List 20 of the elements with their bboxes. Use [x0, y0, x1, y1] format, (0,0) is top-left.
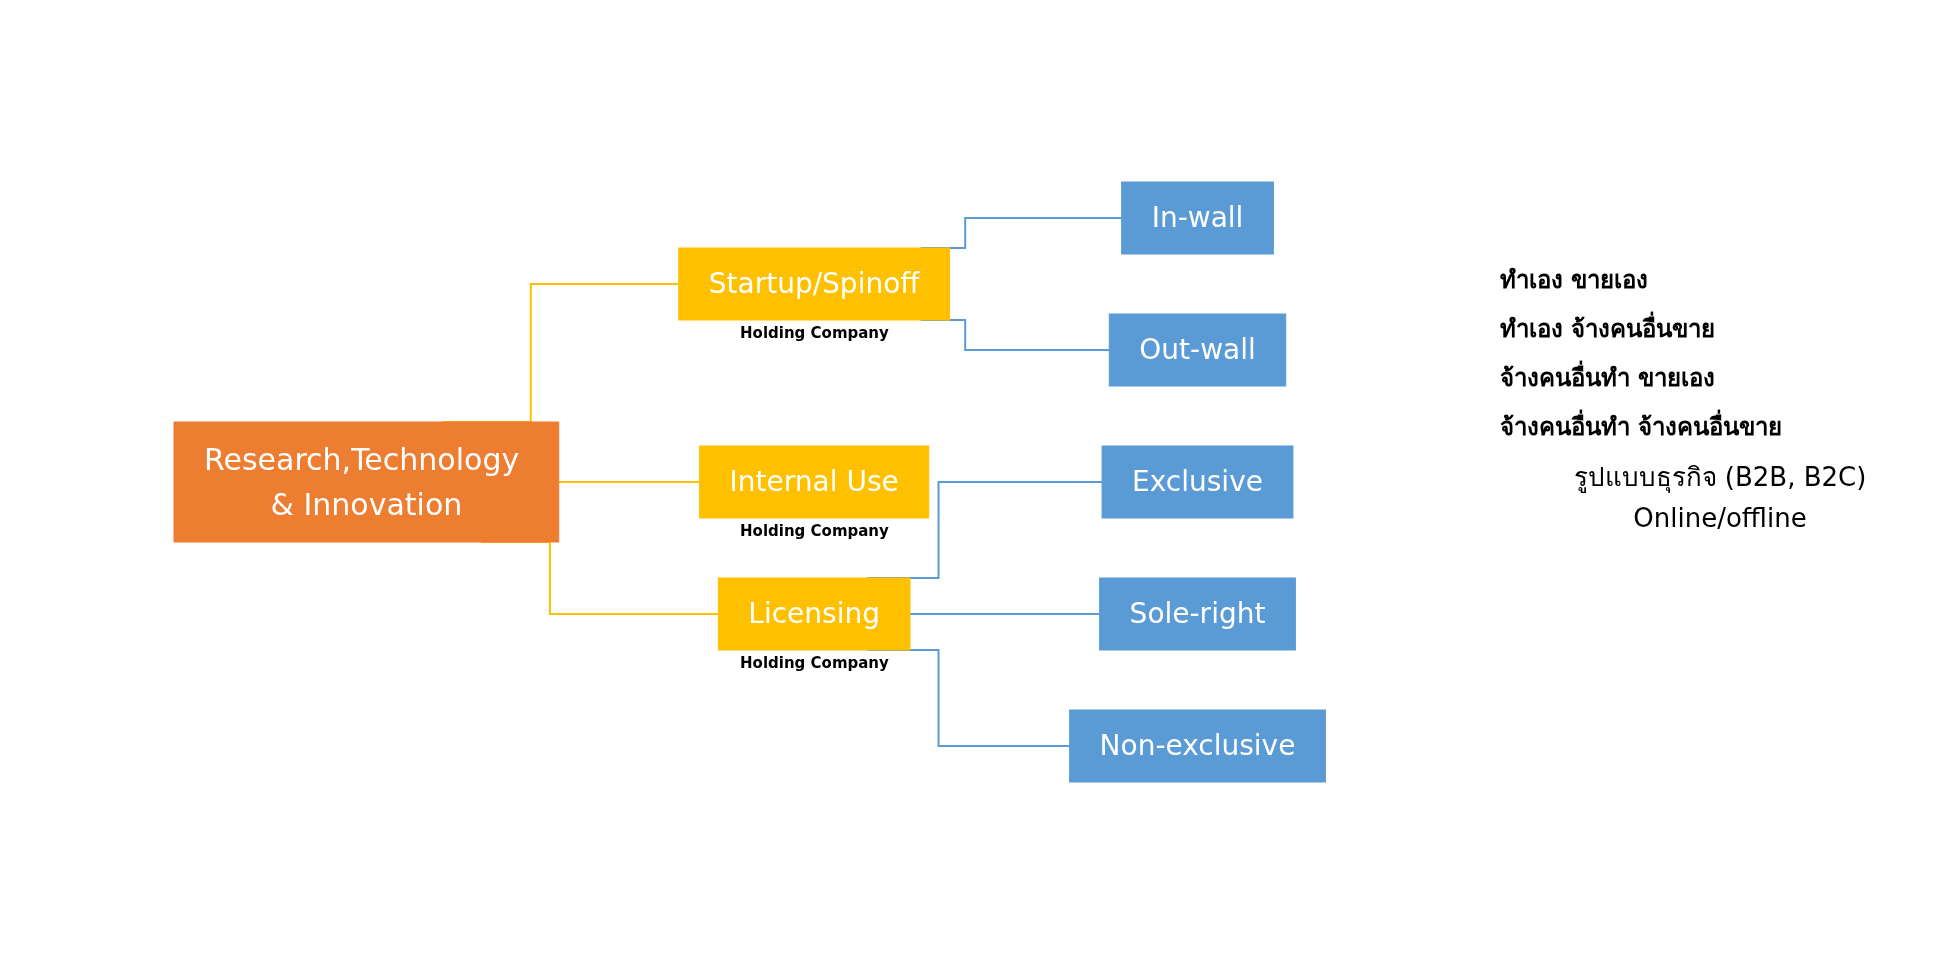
node-caption: Holding Company [740, 654, 889, 672]
business-option-text: จ้างคนอื่นทำ จ้างคนอื่นขาย [1500, 407, 1940, 446]
business-model-text: Online/offline [1632, 503, 1808, 533]
connector [558, 481, 701, 483]
node-caption: Holding Company [740, 522, 889, 540]
node-caption: Holding Company [740, 324, 889, 342]
node-box: Non-exclusive [1069, 709, 1327, 783]
node-box: Internal Use [699, 445, 930, 519]
node-box: Exclusive [1101, 445, 1294, 519]
business-option-text: ทำเอง จ้างคนอื่นขาย [1500, 309, 1940, 348]
business-option-text: ทำเอง ขายเอง [1500, 265, 1650, 296]
connector [909, 613, 1101, 615]
node-box: Research,Technology & Innovation [173, 421, 560, 543]
business-option-text: จ้างคนอื่นทำ ขายเอง [1500, 358, 1940, 397]
business-model-text: รูปแบบธุรกิจ (B2B, B2C) [1572, 461, 1868, 495]
node-box: In-wall [1121, 181, 1275, 255]
node-box: Licensing [718, 577, 911, 651]
node-box: Startup/Spinoff [678, 247, 951, 321]
node-box: Out-wall [1109, 313, 1287, 387]
node-box: Sole-right [1099, 577, 1297, 651]
